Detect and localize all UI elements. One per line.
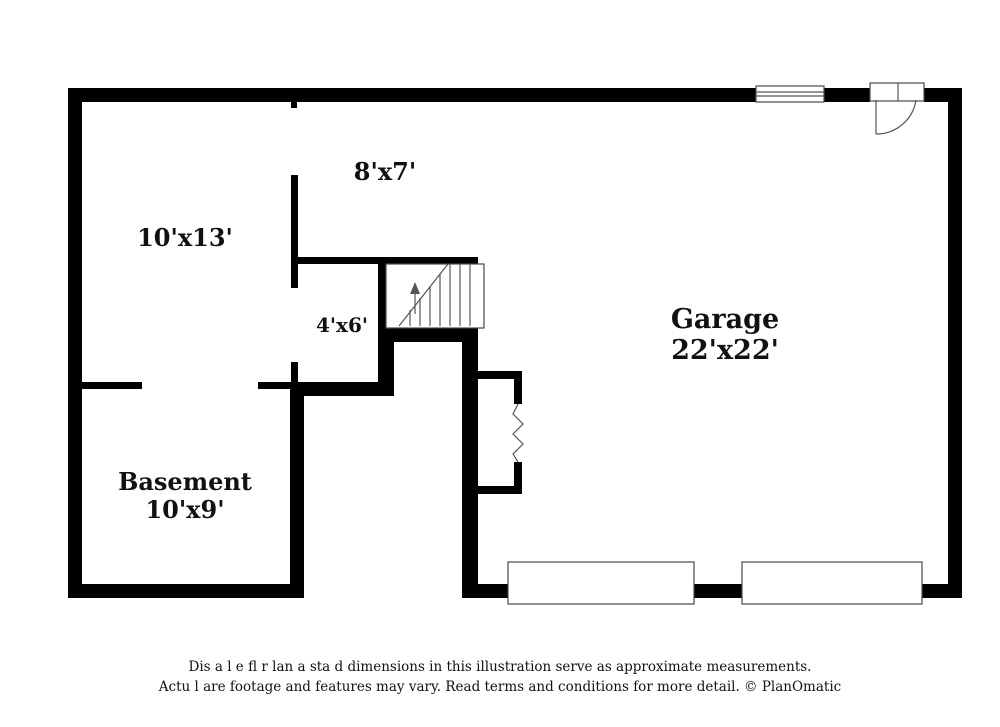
- room-label-8x7: 8'x7': [330, 158, 440, 186]
- disclaimer-line-1: Dis a l e fl r lan a sta d dimensions in…: [188, 659, 812, 675]
- wall-basement-stub-left: [82, 382, 142, 389]
- wall-right: [948, 88, 962, 598]
- disclaimer-line-2: Actu l are footage and features may vary…: [158, 679, 842, 695]
- room-size: 10'x9': [145, 494, 225, 524]
- wall-top-left: [68, 88, 756, 102]
- wall-top-mid: [824, 88, 870, 102]
- wall-alcove-top: [478, 371, 522, 379]
- wall-divider-upper: [291, 175, 298, 288]
- wall-alcove-right-bottom: [514, 462, 522, 494]
- wall-basement-stub-right: [258, 382, 298, 389]
- room-label-10x13: 10'x13': [120, 224, 250, 252]
- wall-stair-leg: [380, 328, 394, 396]
- staircase: [385, 263, 485, 329]
- door: [869, 82, 925, 135]
- wall-bottom-garage-right: [922, 584, 962, 598]
- wall-closet-bottom: [290, 382, 394, 396]
- room-name: Basement: [118, 467, 252, 496]
- wall-basement-right: [290, 382, 304, 598]
- garage-door-left: [507, 561, 695, 605]
- wall-divider-stub-top: [291, 100, 297, 108]
- room-label-basement: Basement 10'x9': [100, 468, 270, 523]
- room-size: 4'x6': [315, 313, 368, 337]
- wall-left: [68, 88, 82, 598]
- wall-closet-right: [378, 257, 386, 396]
- room-size: 10'x13': [137, 223, 233, 252]
- stair-arrow-icon: [410, 282, 420, 294]
- garage-door-right: [741, 561, 923, 605]
- wall-bottom-basement: [68, 584, 304, 598]
- wall-stair-right: [380, 328, 478, 342]
- wall-alcove-right-top: [514, 371, 522, 404]
- wall-alcove-bottom: [478, 486, 522, 494]
- window: [755, 85, 825, 103]
- wall-divider-lower: [291, 362, 298, 382]
- bifold-door: [512, 403, 524, 463]
- wall-bottom-garage-mid: [694, 584, 742, 598]
- wall-garage-left: [462, 328, 478, 598]
- room-name: Garage: [670, 304, 780, 335]
- room-label-4x6: 4'x6': [306, 314, 378, 337]
- room-label-garage: Garage 22'x22': [640, 304, 810, 366]
- room-size: 22'x22': [671, 335, 779, 367]
- room-size: 8'x7': [353, 157, 417, 186]
- disclaimer: Dis a l e fl r lan a sta d dimensions in…: [0, 657, 1000, 697]
